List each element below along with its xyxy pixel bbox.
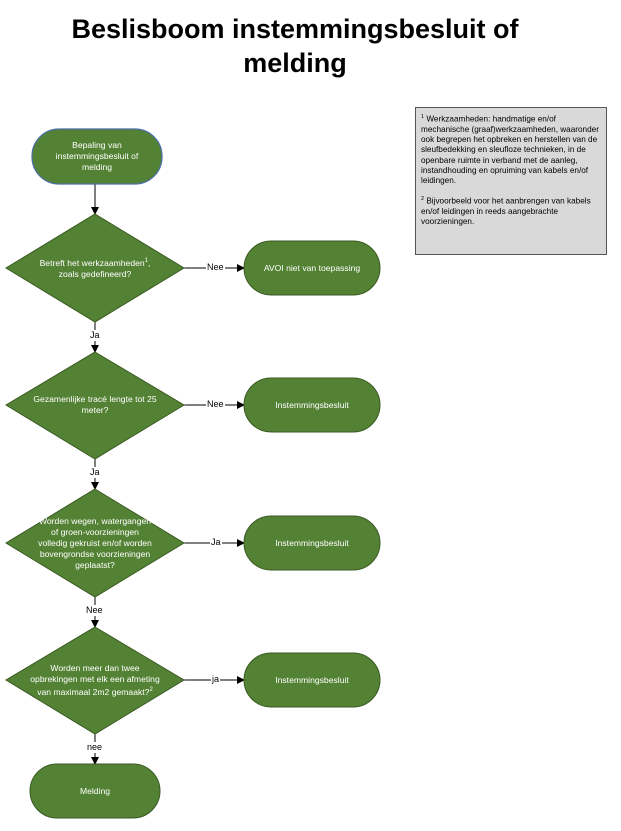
result-4-label: Instemmingsbesluit xyxy=(275,674,349,685)
edge-label-q4-no: nee xyxy=(86,742,104,753)
decision-3-shape xyxy=(5,488,185,598)
decision-2-shape xyxy=(5,351,185,460)
title-line-1: Beslisboom instemmingsbesluit of xyxy=(71,14,519,44)
decision-4-label: Worden meer dan twee opbrekingen met elk… xyxy=(30,662,160,697)
result-1-shape xyxy=(243,240,381,296)
result-2-label: Instemmingsbesluit xyxy=(275,399,349,410)
edge-label-q3-yes: Ja xyxy=(210,537,222,548)
footnote-2: 2 Bijvoorbeeld voor het aanbrengen van k… xyxy=(421,196,591,227)
edge-label-q1-no: Nee xyxy=(206,262,225,273)
start-node-shape xyxy=(31,128,163,185)
end-node-shape xyxy=(29,763,161,819)
footnote-box: 1 Werkzaamheden: handmatige en/of mechan… xyxy=(415,107,607,255)
decision-1-label: Betreft het werkzaamheden1, zoals gedefi… xyxy=(39,257,151,279)
start-node-label: Bepaling van instemmingsbesluit of meldi… xyxy=(55,140,139,172)
decision-3-label: Worden wegen, watergangen of groen-voorz… xyxy=(38,515,152,570)
decision-1-shape xyxy=(5,213,185,323)
decision-4-shape xyxy=(5,626,185,735)
result-1-label: AVOI niet van toepassing xyxy=(263,262,361,273)
edge-label-q3-no: Nee xyxy=(85,605,104,616)
title-line-2: melding xyxy=(243,48,347,78)
edge-label-q2-no: Nee xyxy=(206,399,225,410)
result-4-shape xyxy=(243,652,381,708)
edge-label-q4-yes: ja xyxy=(211,674,221,685)
footnote-1: 1 Werkzaamheden: handmatige en/of mechan… xyxy=(421,114,599,185)
edge-label-q1-yes: Ja xyxy=(89,330,101,341)
edge-label-q2-yes: Ja xyxy=(89,467,101,478)
decision-2-label: Gezamenlijke tracé lengte tot 25 meter? xyxy=(33,394,157,415)
result-3-label: Instemmingsbesluit xyxy=(275,537,349,548)
end-node-label: Melding xyxy=(79,785,111,796)
result-3-shape xyxy=(243,515,381,571)
page-title: Beslisboom instemmingsbesluit of melding xyxy=(0,12,590,80)
result-2-shape xyxy=(243,377,381,433)
